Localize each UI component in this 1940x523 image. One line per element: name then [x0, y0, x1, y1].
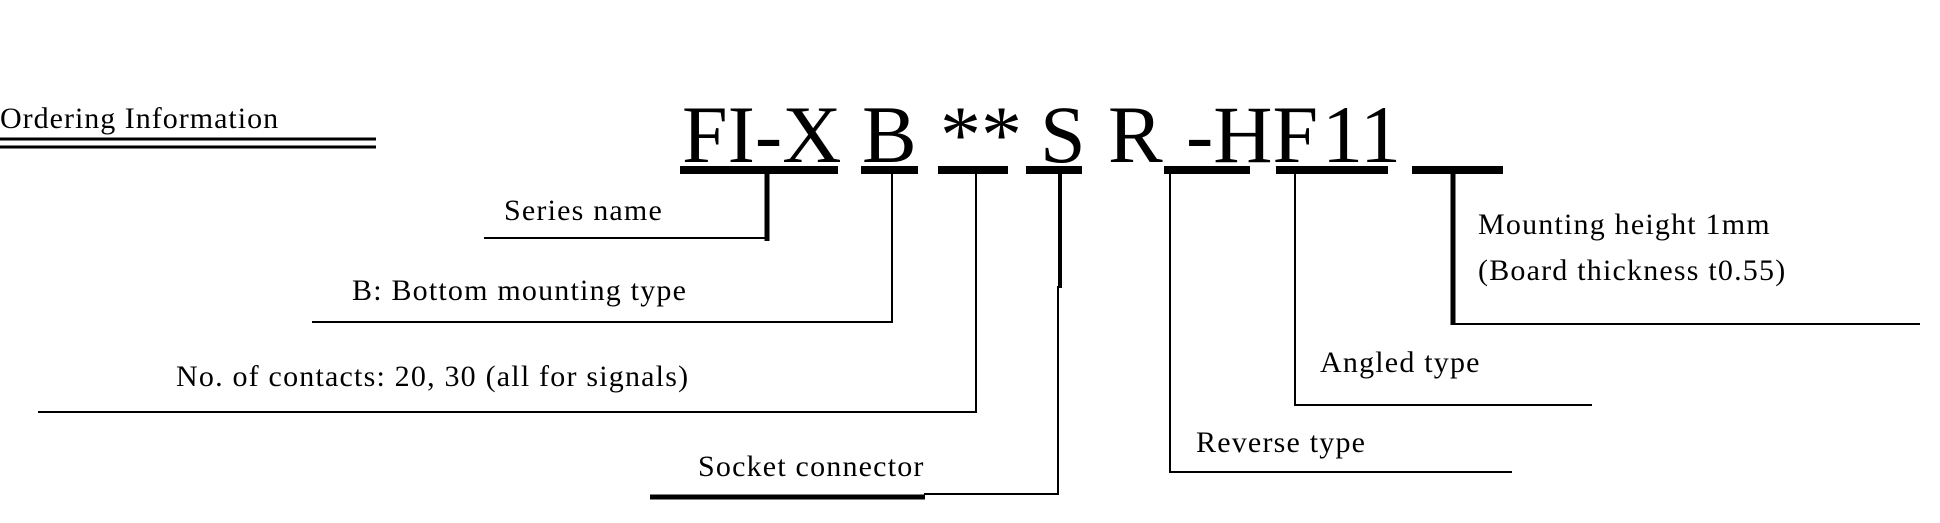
- part-number-series: FI-X: [682, 89, 842, 180]
- section-heading: Ordering Information: [0, 102, 280, 135]
- label-board-thickness: (Board thickness t0.55): [1478, 254, 1787, 287]
- label-bottom-mounting: B: Bottom mounting type: [352, 274, 688, 307]
- part-number-contacts: **: [940, 89, 1022, 180]
- label-angled-type: Angled type: [1320, 346, 1481, 379]
- label-contacts: No. of contacts: 20, 30 (all for signals…: [176, 360, 690, 393]
- label-socket-connector: Socket connector: [698, 450, 925, 483]
- label-series-name: Series name: [504, 194, 663, 227]
- part-number-height: 11: [1322, 89, 1401, 180]
- label-reverse-type: Reverse type: [1196, 426, 1367, 459]
- part-number-mount: B: [862, 89, 917, 180]
- part-number-reverse: R: [1108, 89, 1163, 180]
- part-number-socket: S: [1040, 89, 1086, 180]
- part-number-angled: -HF: [1186, 89, 1319, 180]
- label-mounting-height: Mounting height 1mm: [1478, 208, 1771, 241]
